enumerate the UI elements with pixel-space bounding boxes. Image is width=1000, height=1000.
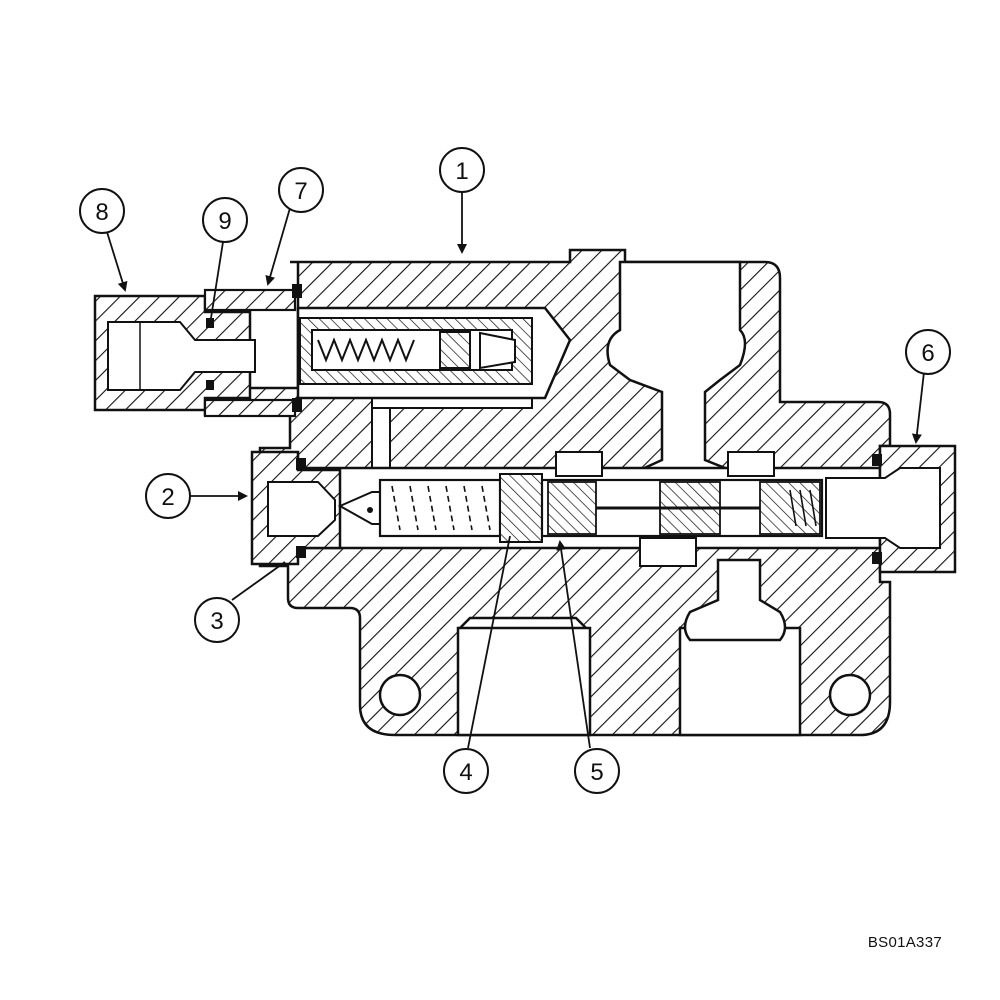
callout-7: 7	[278, 167, 324, 213]
relief-poppet	[439, 331, 471, 369]
o-ring-right-plug-lower	[872, 552, 882, 564]
svg-text:2: 2	[161, 484, 174, 511]
callout-4: 4	[443, 748, 489, 794]
relief-plug-bore	[107, 321, 256, 391]
relief-locknut	[203, 288, 297, 312]
spool-spring-right	[789, 489, 817, 527]
mounting-hole-left	[378, 673, 422, 717]
o-ring-right-plug-upper	[872, 454, 882, 466]
svg-text:9: 9	[218, 208, 231, 235]
svg-text:3: 3	[210, 608, 223, 635]
spool-land-right	[759, 481, 821, 535]
bottom-right-port	[678, 626, 802, 737]
svg-text:7: 7	[294, 178, 307, 205]
spool-groove-top	[555, 451, 603, 477]
callout-9: 9	[202, 197, 248, 243]
svg-text:5: 5	[590, 759, 603, 786]
spool-land-left	[547, 481, 597, 535]
leader-9	[210, 241, 224, 319]
leader-5	[556, 540, 591, 749]
spool-groove-bottom	[639, 537, 697, 567]
svg-text:1: 1	[455, 158, 468, 185]
callout-8: 8	[79, 188, 125, 234]
callout-1: 1	[439, 147, 485, 193]
leader-6	[911, 371, 925, 444]
o-ring-plug	[206, 318, 214, 328]
left-plug-socket	[267, 481, 336, 537]
callout-6: 6	[905, 329, 951, 375]
bottom-left-port	[456, 616, 592, 737]
callout-2: 2	[145, 473, 191, 519]
svg-text:6: 6	[921, 340, 934, 367]
o-ring-left-plug-upper	[296, 458, 306, 470]
callout-5: 5	[574, 748, 620, 794]
relief-spring	[317, 337, 415, 363]
right-plug-socket	[825, 467, 941, 549]
internal-passage-horizontal	[371, 397, 533, 409]
leader-3	[231, 561, 286, 601]
callout-3: 3	[194, 597, 240, 643]
leader-7	[265, 207, 291, 286]
figure-code: BS01A337	[867, 934, 942, 951]
right-port-stem	[683, 558, 787, 642]
mounting-hole-right	[828, 673, 872, 717]
svg-text:4: 4	[459, 759, 472, 786]
check-spring	[391, 485, 491, 531]
leader-4	[467, 535, 511, 749]
leader-lines	[106, 192, 925, 749]
o-ring-relief-lower	[292, 398, 302, 412]
svg-text:8: 8	[95, 199, 108, 226]
o-ring-relief-upper	[292, 284, 302, 298]
o-ring-left-plug-lower	[296, 546, 306, 558]
relief-poppet-tip	[479, 331, 516, 370]
leader-8	[106, 231, 128, 292]
